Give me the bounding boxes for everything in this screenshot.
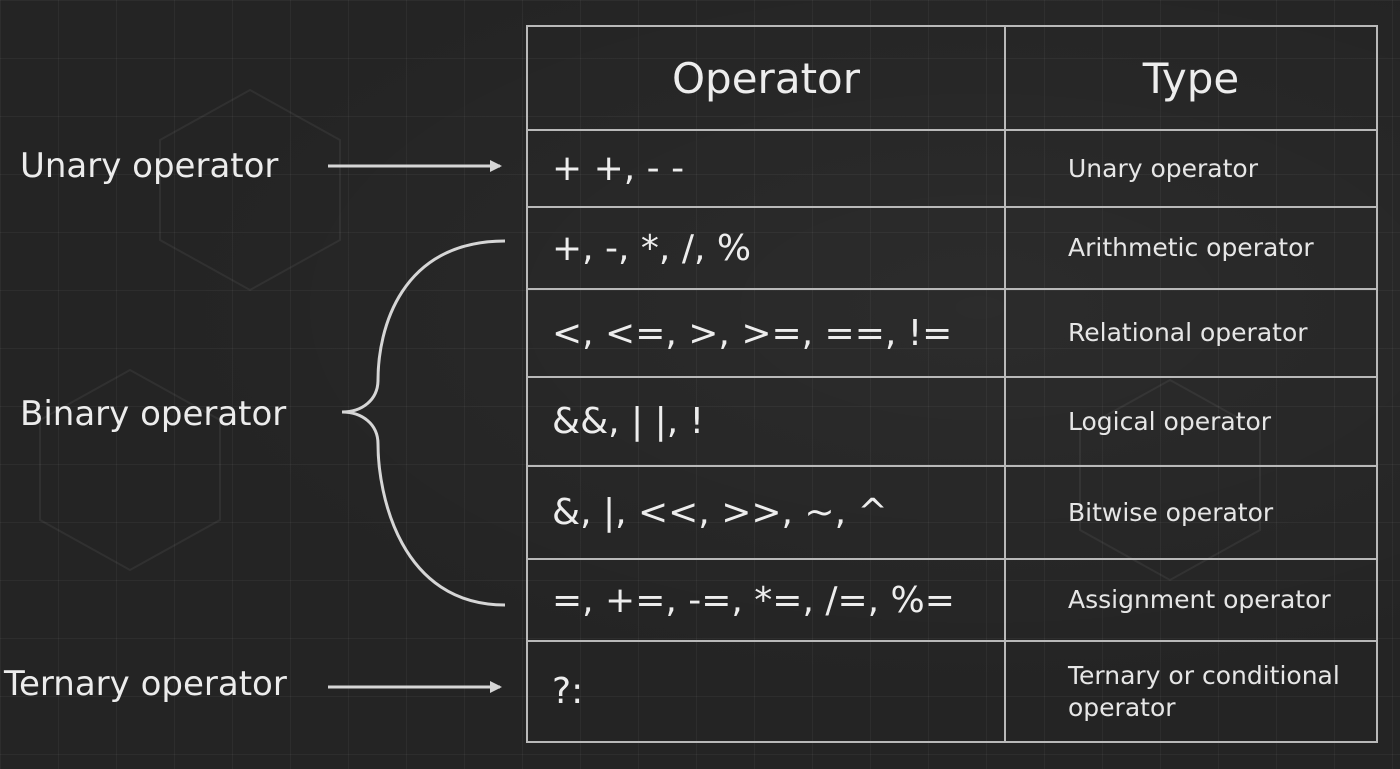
operator-cell: =, +=, -=, *=, /=, %= (526, 558, 1006, 642)
table-header-row: Operator Type (526, 25, 1378, 131)
binary-operator-label: Binary operator (20, 394, 287, 434)
table-row: ?: Ternary or conditional operator (526, 640, 1378, 743)
type-cell: Ternary or conditional operator (1004, 640, 1378, 743)
operator-cell: + +, - - (526, 129, 1006, 208)
type-cell: Arithmetic operator (1004, 206, 1378, 290)
ternary-operator-label: Ternary operator (4, 664, 287, 704)
operator-cell: ?: (526, 640, 1006, 743)
type-column-header: Type (1004, 25, 1378, 131)
type-cell: Bitwise operator (1004, 465, 1378, 560)
operator-cell: &&, | |, ! (526, 376, 1006, 467)
table-row: &&, | |, ! Logical operator (526, 376, 1378, 467)
hexagon-shape (159, 88, 341, 292)
hexagon-shape (39, 368, 221, 572)
operator-cell: &, |, <<, >>, ~, ^ (526, 465, 1006, 560)
type-cell: Assignment operator (1004, 558, 1378, 642)
type-cell: Logical operator (1004, 376, 1378, 467)
table-row: +, -, *, /, % Arithmetic operator (526, 206, 1378, 290)
table-row: &, |, <<, >>, ~, ^ Bitwise operator (526, 465, 1378, 560)
operator-table: Operator Type + +, - - Unary operator +,… (526, 25, 1378, 743)
operator-cell: +, -, *, /, % (526, 206, 1006, 290)
binary-brace (341, 239, 506, 607)
table-row: =, +=, -=, *=, /=, %= Assignment operato… (526, 558, 1378, 642)
operator-cell: <, <=, >, >=, ==, != (526, 288, 1006, 378)
type-cell: Unary operator (1004, 129, 1378, 208)
type-cell: Relational operator (1004, 288, 1378, 378)
table-row: <, <=, >, >=, ==, != Relational operator (526, 288, 1378, 378)
operator-column-header: Operator (526, 25, 1006, 131)
unary-operator-label: Unary operator (20, 146, 279, 186)
table-row: + +, - - Unary operator (526, 129, 1378, 208)
